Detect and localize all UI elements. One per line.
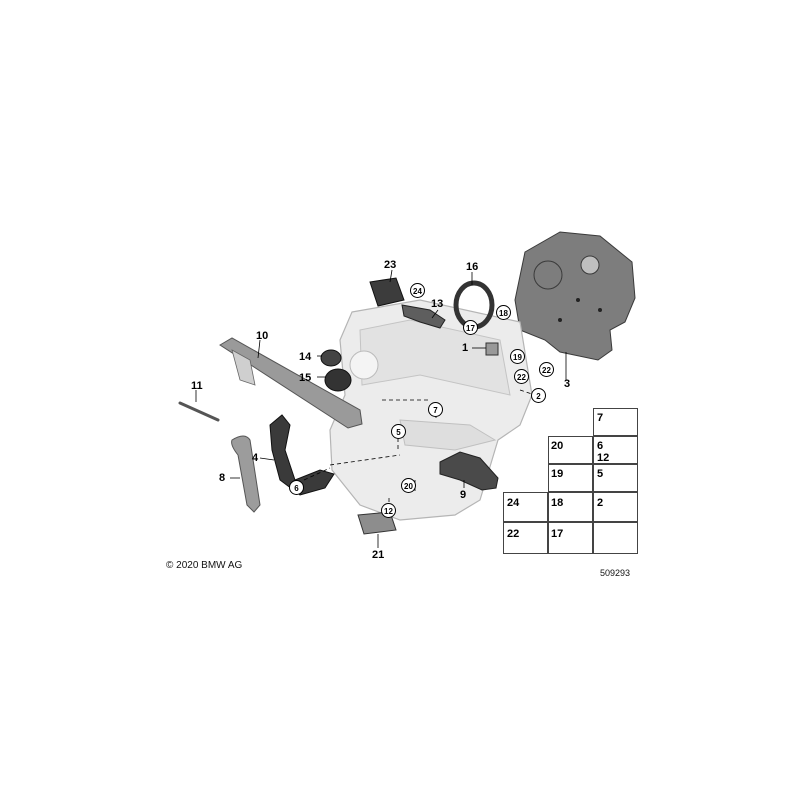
callout-9: 9 xyxy=(460,489,467,501)
pull-handle-cover xyxy=(439,451,499,491)
insulation-cutout xyxy=(580,255,600,275)
insulation-hole xyxy=(598,308,602,312)
callout-2-circled: 2 xyxy=(531,388,546,403)
insulation-hole xyxy=(576,298,580,302)
legend-cell xyxy=(548,522,593,554)
trim-armrest-area xyxy=(399,419,497,451)
callout-5-circled: 5 xyxy=(391,424,406,439)
trim-rod xyxy=(178,401,220,422)
callout-23: 23 xyxy=(384,259,397,271)
legend-label-7: 7 xyxy=(597,412,604,424)
legend-label-20: 20 xyxy=(551,440,564,452)
leader-lines xyxy=(195,269,567,548)
trim-strip xyxy=(219,337,363,429)
trim-upper-insert xyxy=(359,319,511,396)
legend-label-24: 24 xyxy=(507,497,520,509)
insulation-hole xyxy=(558,318,562,322)
callout-21: 21 xyxy=(372,549,385,561)
legend-label-18: 18 xyxy=(551,497,564,509)
callout-1: 1 xyxy=(462,342,469,354)
legend-cell xyxy=(593,408,638,436)
trim-strip-end xyxy=(231,349,256,386)
callout-15: 15 xyxy=(299,372,312,384)
handle-carrier xyxy=(269,414,335,496)
callout-14: 14 xyxy=(299,351,312,363)
legend-label-22: 22 xyxy=(507,528,520,540)
callout-22-circled: 22 xyxy=(539,362,554,377)
callout-24-circled: 24 xyxy=(410,283,425,298)
callout-20-circled: 20 xyxy=(401,478,416,493)
callout-22b-circled: 22 xyxy=(514,369,529,384)
callout-11: 11 xyxy=(191,380,203,392)
door-handle xyxy=(231,435,261,513)
legend-cell xyxy=(548,436,593,464)
legend-label-12: 12 xyxy=(597,452,610,464)
callout-17-circled: 17 xyxy=(463,320,478,335)
callout-12-circled: 12 xyxy=(381,503,396,518)
legend-cell xyxy=(548,492,593,522)
insulation-speaker-cutout xyxy=(533,260,563,290)
callout-3: 3 xyxy=(564,378,571,390)
window-switch-block xyxy=(369,277,405,307)
tweeter xyxy=(320,349,342,367)
bracket xyxy=(401,304,446,329)
legend-label-5: 5 xyxy=(597,468,604,480)
callout-8: 8 xyxy=(219,472,226,484)
callout-19-circled: 19 xyxy=(510,349,525,364)
diagram-number: 509293 xyxy=(600,568,631,578)
legend-cell xyxy=(503,492,548,522)
clip xyxy=(485,342,499,356)
legend-label-2: 2 xyxy=(597,497,604,509)
callout-18-circled: 18 xyxy=(496,305,511,320)
legend-label-6: 6 xyxy=(597,440,604,452)
legend-label-17: 17 xyxy=(551,528,564,540)
legend-cell xyxy=(548,464,593,492)
copyright-notice: © 2020 BMW AG xyxy=(166,560,243,571)
callout-6-circled: 6 xyxy=(289,480,304,495)
callout-7-circled: 7 xyxy=(428,402,443,417)
callout-13: 13 xyxy=(431,298,444,310)
legend-cell xyxy=(593,436,638,464)
callout-10: 10 xyxy=(256,330,269,342)
trim-speaker-opening xyxy=(349,350,379,380)
legend-cell xyxy=(593,492,638,522)
legend-cell xyxy=(593,522,638,554)
legend-cell xyxy=(503,522,548,554)
sound-insulation-panel xyxy=(514,231,636,361)
callout-16: 16 xyxy=(466,261,479,273)
legend-label-19: 19 xyxy=(551,468,564,480)
loudspeaker xyxy=(324,368,352,392)
legend-cell xyxy=(593,464,638,492)
callout-4: 4 xyxy=(252,452,259,464)
